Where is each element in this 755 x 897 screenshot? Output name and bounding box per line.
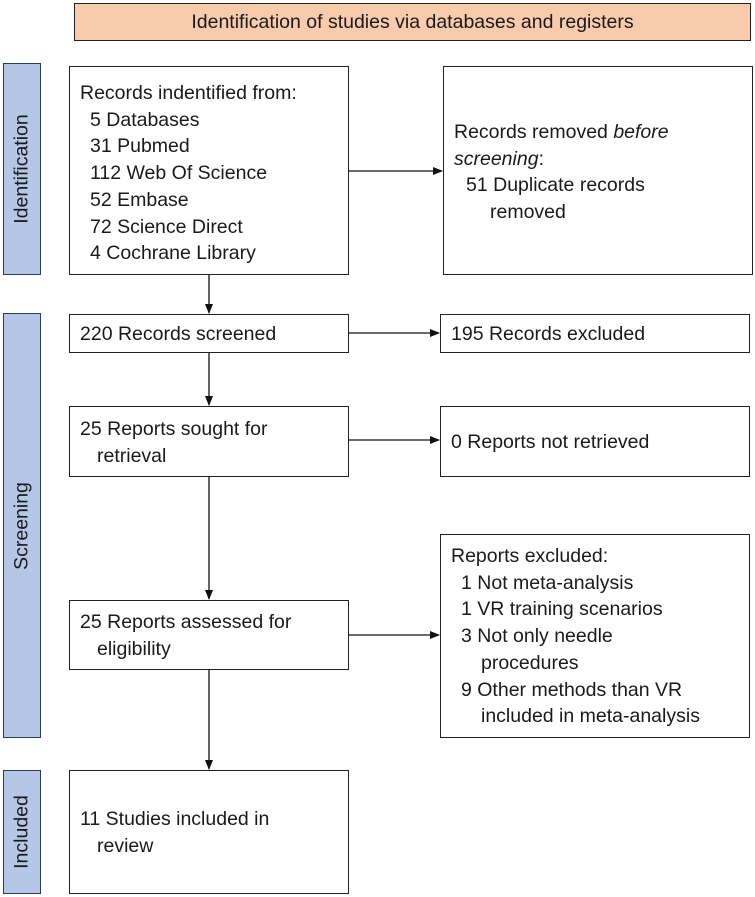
phase-included: Included xyxy=(3,770,41,894)
phase-screening: Screening xyxy=(3,313,41,738)
records-screened-text: 220 Records screened xyxy=(80,323,277,345)
exclusion-item-cont: procedures xyxy=(481,651,579,674)
reports-excluded-title: Reports excluded: xyxy=(451,545,609,567)
source-item: 4 Cochrane Library xyxy=(90,242,256,265)
records-identified-box: Records indentified from: 5 Databases 31… xyxy=(69,66,349,275)
reports-sought-box: 25 Reports sought for retrieval xyxy=(69,406,349,477)
studies-included-line2: review xyxy=(97,834,154,857)
studies-included-line1: 11 Studies included in xyxy=(80,808,270,830)
reports-assessed-line2: eligibility xyxy=(97,637,171,660)
records-excluded-text: 195 Records excluded xyxy=(451,323,646,345)
source-item: 52 Embase xyxy=(90,188,189,211)
exclusion-item-cont: included in meta-analysis xyxy=(481,705,700,728)
reports-sought-line2: retrieval xyxy=(97,444,167,467)
records-removed-title: Records removed before xyxy=(454,119,752,146)
reports-not-retrieved-box: 0 Reports not retrieved xyxy=(440,406,750,477)
records-removed-box: Records removed before screening: 51 Dup… xyxy=(443,66,753,275)
exclusion-item: 1 Not meta-analysis xyxy=(461,571,634,594)
duplicates-line2: removed xyxy=(490,201,566,224)
records-removed-emphasis-before: before xyxy=(613,121,669,143)
records-removed-title-cont: screening: xyxy=(454,146,752,173)
reports-assessed-box: 25 Reports assessed for eligibility xyxy=(69,600,349,670)
exclusion-item: 1 VR training scenarios xyxy=(461,598,663,621)
records-removed-emphasis-screening: screening xyxy=(454,147,539,170)
phase-identification: Identification xyxy=(3,63,41,275)
flow-header: Identification of studies via databases … xyxy=(74,3,751,41)
records-screened-box: 220 Records screened xyxy=(69,314,349,353)
source-item: 31 Pubmed xyxy=(90,135,190,158)
records-identified-title: Records indentified from: xyxy=(80,82,297,104)
records-excluded-box: 195 Records excluded xyxy=(440,314,750,353)
reports-excluded-box: Reports excluded: 1 Not meta-analysis 1 … xyxy=(440,534,750,738)
records-removed-prefix: Records removed xyxy=(454,121,614,143)
reports-assessed-line1: 25 Reports assessed for xyxy=(80,611,292,633)
exclusion-item: 3 Not only needle xyxy=(461,625,613,648)
reports-not-retrieved-text: 0 Reports not retrieved xyxy=(451,431,650,453)
reports-sought-line1: 25 Reports sought for xyxy=(80,418,268,440)
duplicates-line1: 51 Duplicate records xyxy=(466,174,645,197)
exclusion-item: 9 Other methods than VR xyxy=(461,678,683,701)
studies-included-box: 11 Studies included in review xyxy=(69,770,349,894)
source-item: 72 Science Direct xyxy=(90,215,243,238)
source-item: 5 Databases xyxy=(90,108,200,131)
source-item: 112 Web Of Science xyxy=(90,162,268,185)
records-removed-colon: : xyxy=(538,147,544,170)
